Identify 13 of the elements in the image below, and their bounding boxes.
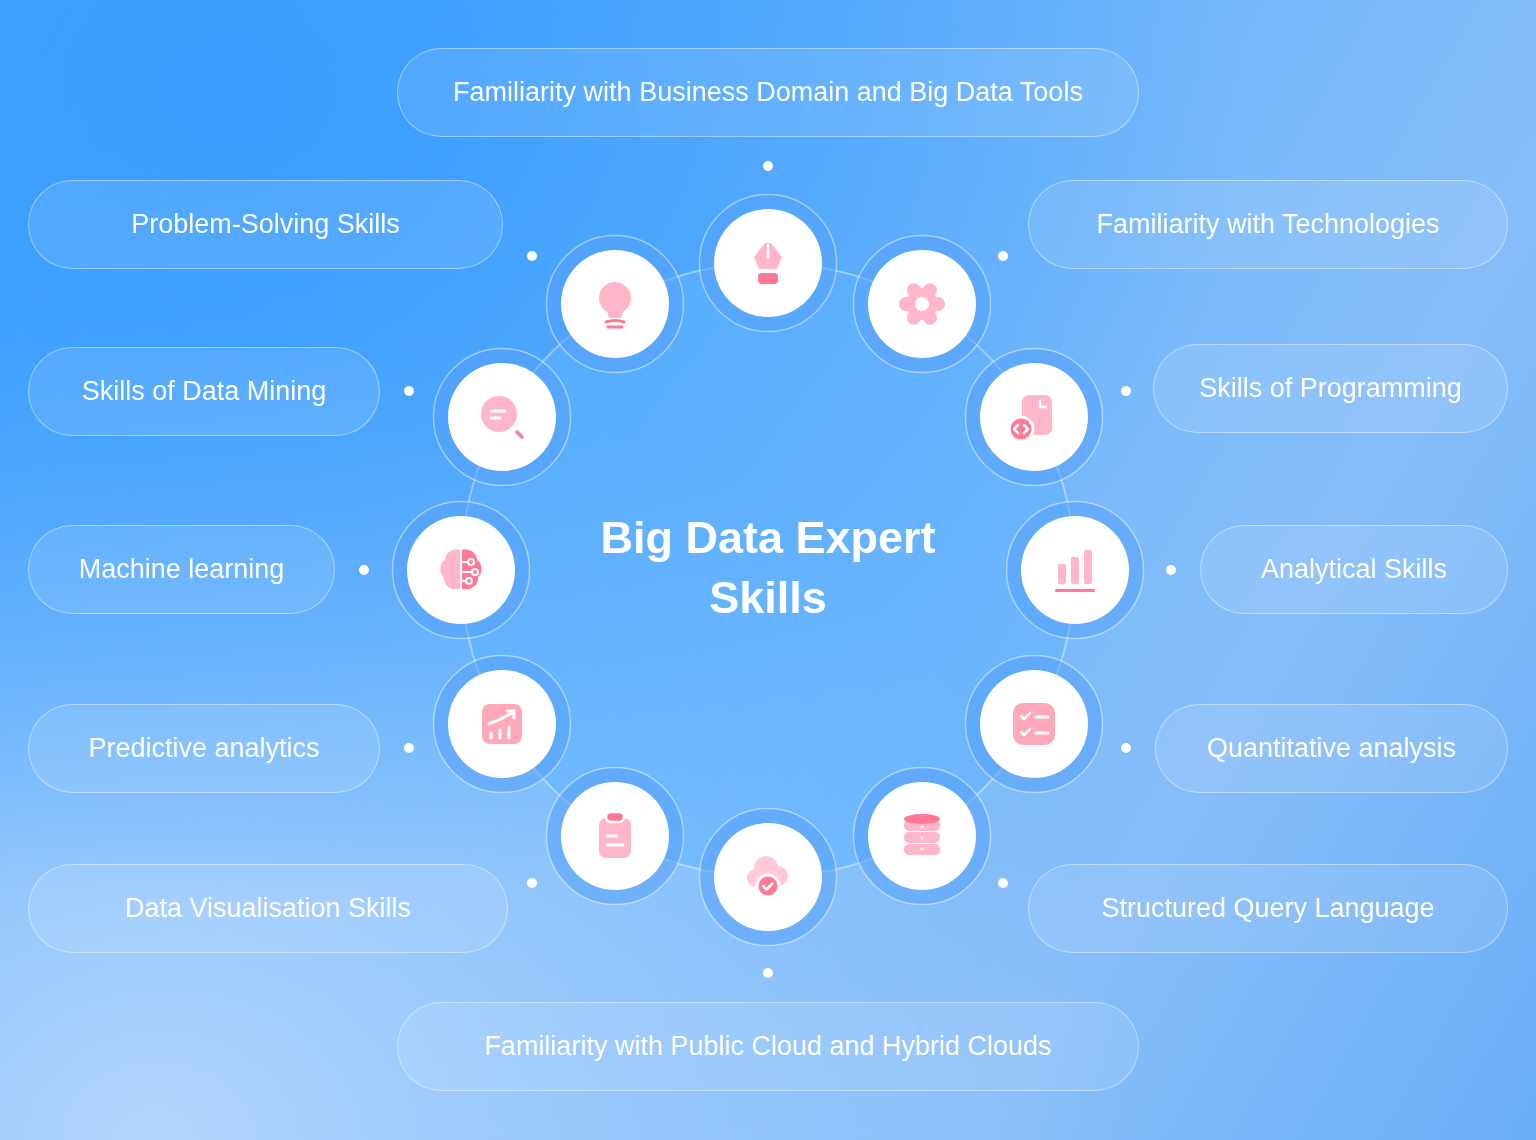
skill-label: Familiarity with Technologies <box>1096 208 1440 241</box>
skill-label: Analytical Skills <box>1260 553 1448 586</box>
diagram-title: Big Data Expert Skills <box>599 511 937 625</box>
skill-label: Quantitative analysis <box>1206 732 1457 765</box>
skill-label: Machine learning <box>78 553 285 586</box>
skill-label: Skills of Programming <box>1199 372 1462 405</box>
skill-label: Familiarity with Public Cloud and Hybrid Clouds <box>484 1030 1052 1063</box>
skill-label: Skills of Data Mining <box>81 375 327 408</box>
skill-label: Structured Query Language <box>1101 892 1435 925</box>
skill-label: Problem-Solving Skills <box>131 208 400 241</box>
skill-label: Familiarity with Business Domain and Big Data Tools <box>453 76 1083 109</box>
skill-label: Predictive analytics <box>88 732 320 765</box>
skill-label: Data Visualisation Skills <box>124 892 412 925</box>
